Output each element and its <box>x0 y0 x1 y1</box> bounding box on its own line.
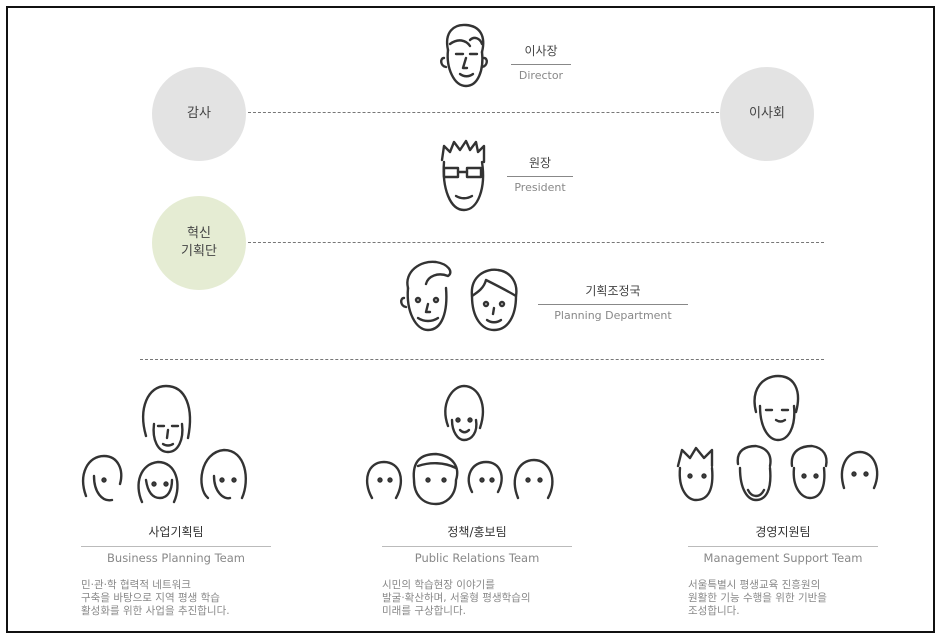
president-title: 원장 <box>507 154 573 177</box>
audit-label: 감사 <box>187 106 211 121</box>
planning-title: 기획조정국 <box>538 282 688 305</box>
audit-node: 감사 <box>152 67 246 161</box>
innovation-node: 혁신 기획단 <box>152 196 246 290</box>
planning-face-1-icon <box>400 260 452 332</box>
team-description: 시민의 학습현장 이야기를 발굴·확산하며, 서울형 평생학습의 미래를 구상합… <box>382 579 531 617</box>
team-name: 경영지원팀 <box>755 525 811 539</box>
innovation-label: 혁신 기획단 <box>181 226 217 259</box>
team-name-en: Management Support Team <box>688 546 878 565</box>
team3-faces-icon <box>676 374 879 502</box>
planning-title-en: Planning Department <box>554 309 672 322</box>
director-title-en: Director <box>518 69 564 82</box>
board-label: 이사회 <box>749 106 785 121</box>
team-name: 정책/홍보팀 <box>447 525 507 539</box>
team1-faces-icon <box>81 384 247 504</box>
director-role: 이사장 Director <box>511 42 571 82</box>
connector-line <box>248 112 724 113</box>
president-role: 원장 President <box>507 154 573 194</box>
team2-faces-icon <box>365 384 554 506</box>
team-description: 서울특별시 평생교육 진흥원의 원활한 기능 수행을 위한 기반을 조성합니다. <box>688 579 827 617</box>
team-public-relations: 정책/홍보팀 Public Relations Team 시민의 학습현장 이야… <box>382 523 572 618</box>
team-business-planning: 사업기획팀 Business Planning Team 민·관·학 협력적 네… <box>81 523 271 618</box>
planning-face-2-icon <box>470 268 518 332</box>
team-description: 민·관·학 협력적 네트워크 구축을 바탕으로 지역 평생 학습 활성화를 위한… <box>81 579 230 617</box>
director-title: 이사장 <box>511 42 571 65</box>
board-node: 이사회 <box>720 67 814 161</box>
director-face-icon <box>440 23 488 88</box>
team-management-support: 경영지원팀 Management Support Team 서울특별시 평생교육… <box>688 523 878 618</box>
planning-role: 기획조정국 Planning Department <box>538 282 688 322</box>
org-chart: 감사 이사회 혁신 기획단 이사장 Director 원장 President <box>6 6 935 633</box>
connector-line <box>248 242 824 243</box>
team-name-en: Public Relations Team <box>382 546 572 565</box>
team-name: 사업기획팀 <box>148 525 204 539</box>
connector-line <box>140 359 824 360</box>
team-name-en: Business Planning Team <box>81 546 271 565</box>
president-face-icon <box>440 139 486 212</box>
president-title-en: President <box>514 181 566 194</box>
